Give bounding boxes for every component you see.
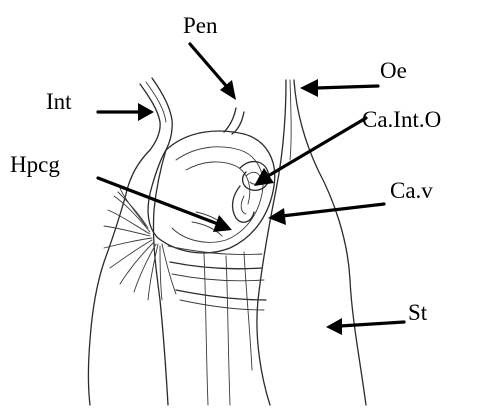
band-mid-2 <box>172 274 264 281</box>
label-pen: Pen <box>183 13 218 38</box>
ca-v-arrow-line <box>282 204 384 216</box>
intestine-wall <box>146 82 166 122</box>
strand-3 <box>244 252 252 370</box>
strand-1 <box>204 254 208 405</box>
st-arrow-head <box>326 318 342 335</box>
coiled-organ-tail <box>233 186 254 222</box>
organ-drawing <box>89 78 367 405</box>
oesophagus-left-wall <box>257 80 286 405</box>
st-arrow-line <box>340 322 404 326</box>
band-lower <box>176 290 266 300</box>
pen-arrow-line <box>190 44 228 88</box>
int-arrow-head <box>138 103 154 121</box>
band-bottom <box>180 300 264 310</box>
label-hpcg: Hpcg <box>10 152 60 177</box>
label-ca-int-o: Ca.Int.O <box>362 107 441 132</box>
label-st: St <box>408 300 428 325</box>
oesophagus-right-wall <box>294 80 366 405</box>
ca-v-arrow-head <box>268 208 286 225</box>
label-int: Int <box>46 89 72 114</box>
oesophagus-inner <box>290 80 291 160</box>
strand-2 <box>226 256 230 405</box>
oe-arrow-line <box>316 86 378 88</box>
oe-arrow-head <box>300 79 318 97</box>
band-mid-1 <box>170 262 262 269</box>
ca-int-o-arrow-head <box>254 168 274 186</box>
hepatopancreas-outline <box>148 131 275 253</box>
penis-duct <box>224 108 236 132</box>
label-ca-v: Ca.v <box>390 178 433 203</box>
labels: Pen Oe Int Ca.Int.O Hpcg Ca.v St <box>10 13 441 325</box>
intestine-outline-inner <box>152 78 172 150</box>
label-oe: Oe <box>380 58 407 83</box>
body-outer-left <box>89 150 151 405</box>
coiled-organ-tail-inner <box>241 196 246 214</box>
